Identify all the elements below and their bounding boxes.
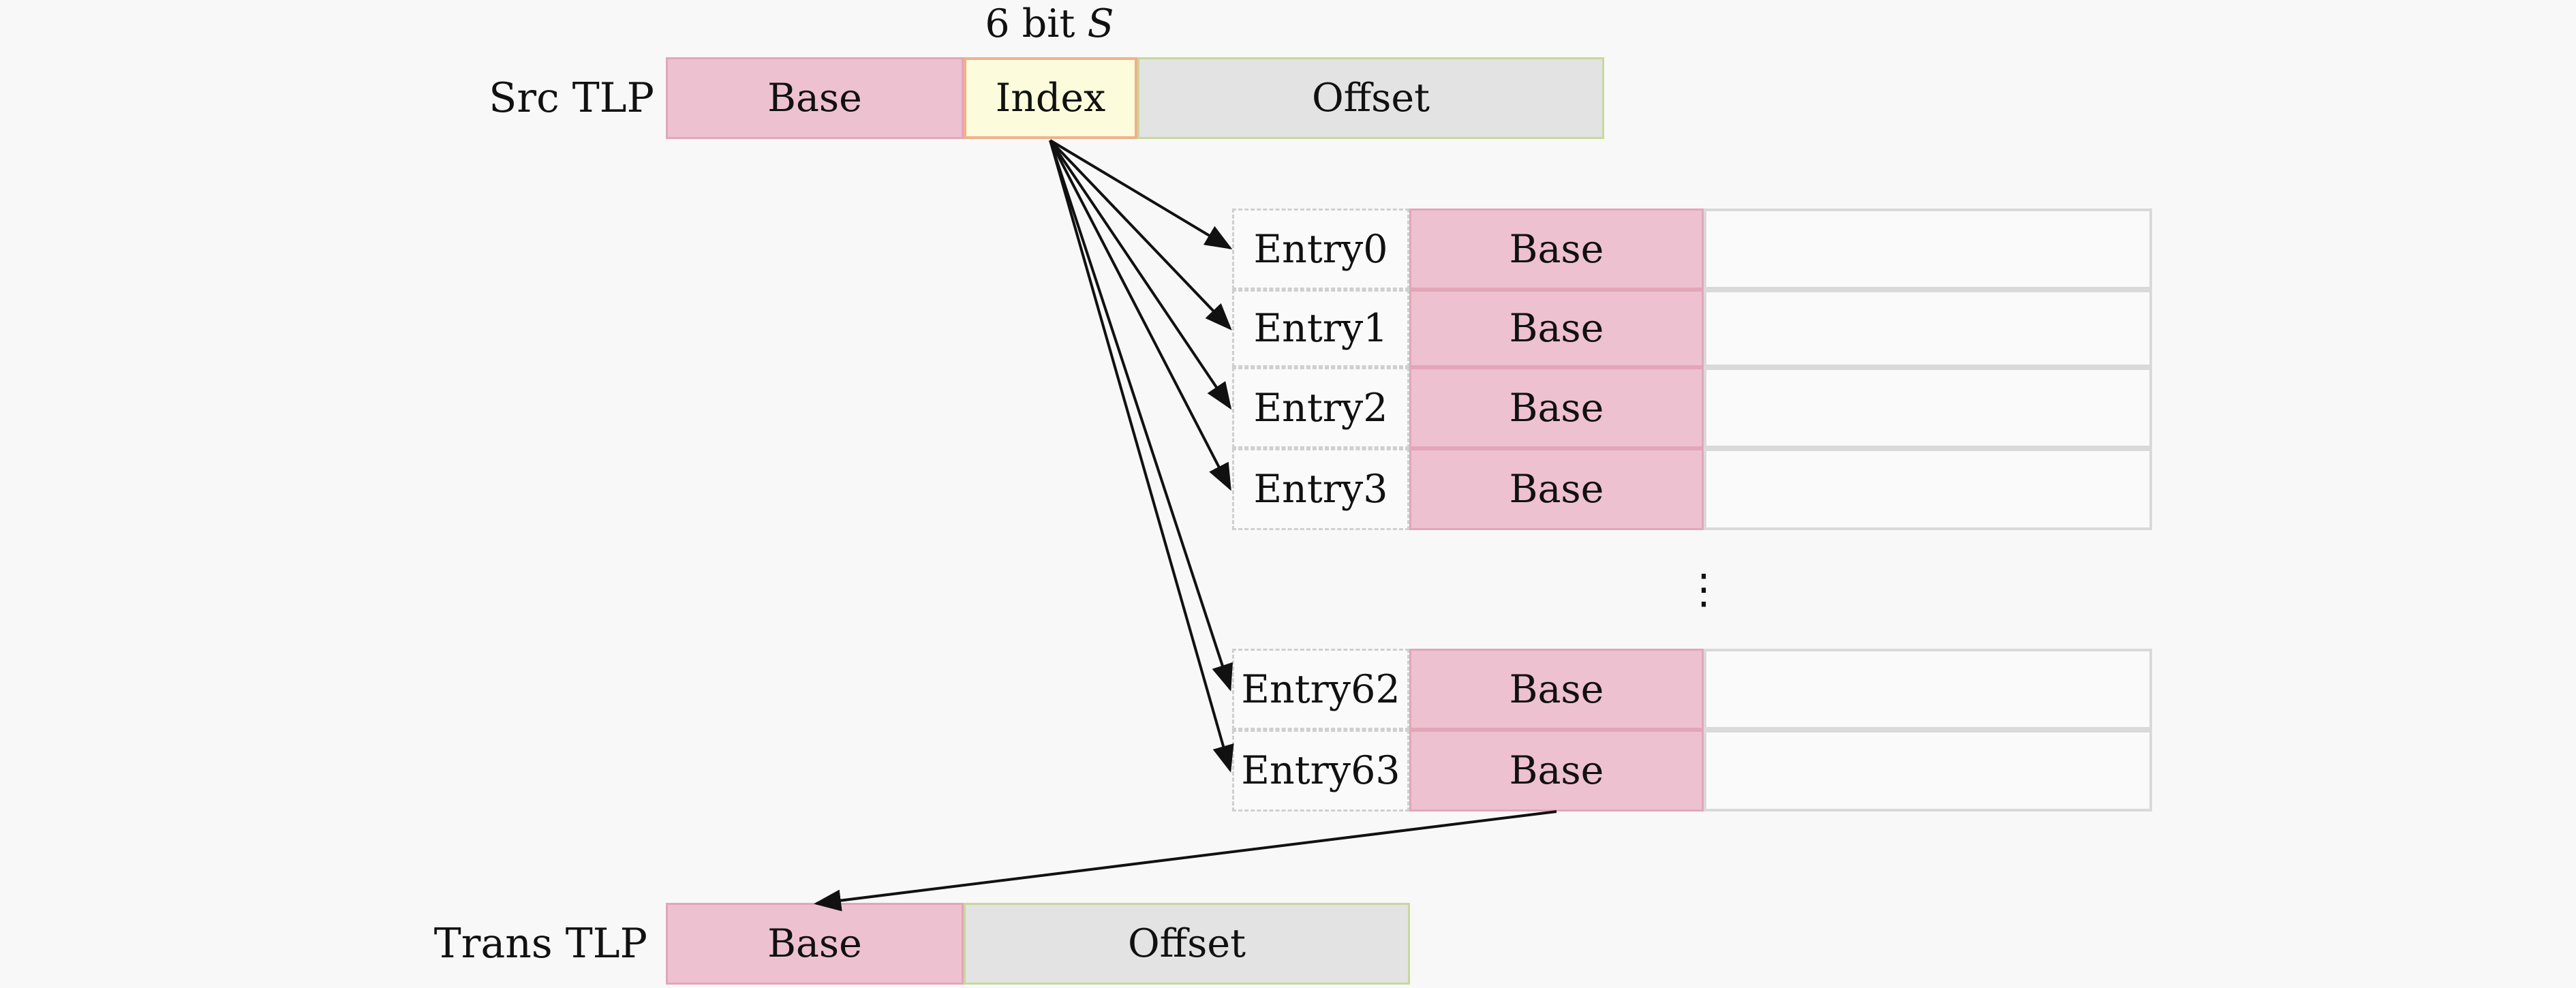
entry-base: Base bbox=[1409, 290, 1704, 367]
entry-offset-cell bbox=[1704, 367, 2152, 448]
entry-offset-cell bbox=[1704, 290, 2152, 367]
index-width-symbol: S bbox=[1087, 1, 1114, 46]
index-width-label: 6 bit S bbox=[968, 0, 1131, 48]
arrow-to-entry63 bbox=[1049, 140, 1234, 773]
arrow-to-entry3 bbox=[1049, 140, 1231, 491]
arrow-to-trans-base bbox=[814, 810, 1557, 912]
entry-base: Base bbox=[1409, 649, 1704, 730]
entry-base: Base bbox=[1409, 730, 1704, 812]
entry-offset-cell bbox=[1704, 730, 2152, 812]
entry-label: Entry2 bbox=[1232, 367, 1409, 448]
index-width-prefix: 6 bit bbox=[985, 1, 1088, 46]
trans-tlp-label: Trans TLP bbox=[433, 920, 647, 968]
entry-base: Base bbox=[1409, 367, 1704, 448]
entry-offset-cell bbox=[1704, 649, 2152, 730]
arrow-to-entry62 bbox=[1049, 140, 1233, 692]
entry-label: Entry1 bbox=[1232, 290, 1409, 367]
src-tlp-label: Src TLP bbox=[489, 74, 654, 122]
trans-base-field: Base bbox=[666, 903, 964, 985]
entry-label: Entry3 bbox=[1232, 448, 1409, 530]
trans-offset-field: Offset bbox=[964, 903, 1410, 985]
src-offset-field: Offset bbox=[1137, 57, 1604, 139]
entry-base: Base bbox=[1409, 448, 1704, 530]
entry-offset-cell bbox=[1704, 448, 2152, 530]
entry-label: Entry62 bbox=[1232, 649, 1409, 730]
entry-offset-cell bbox=[1704, 209, 2152, 290]
entry-base: Base bbox=[1409, 209, 1704, 290]
entry-label: Entry63 bbox=[1232, 730, 1409, 812]
arrow-to-entry0 bbox=[1049, 139, 1233, 250]
entry-label: Entry0 bbox=[1232, 209, 1409, 290]
arrow-to-entry2 bbox=[1049, 139, 1232, 410]
src-base-field: Base bbox=[666, 57, 964, 139]
src-index-field: Index bbox=[964, 57, 1137, 139]
arrow-to-entry1 bbox=[1049, 139, 1232, 330]
table-ellipsis: ⋮ bbox=[1683, 566, 1724, 613]
